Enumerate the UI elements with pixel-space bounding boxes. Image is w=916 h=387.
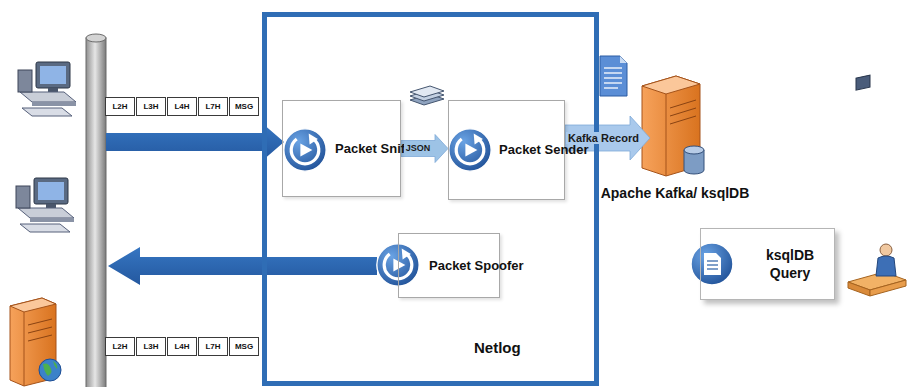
header-field-box: MSG: [229, 337, 259, 356]
edge-label: JSON: [404, 144, 433, 154]
web-server-icon: [10, 298, 56, 312]
web-server-icon: [28, 335, 52, 341]
document-icon: [604, 77, 622, 78]
kafka-server-icon: [642, 76, 700, 94]
node-label: ksqlDB Query: [756, 246, 824, 282]
query-box: ksqlDB Query: [700, 228, 835, 300]
node-label: L2H: [112, 342, 127, 351]
header-field-box: MSG: [229, 97, 259, 116]
pc-icon: [18, 70, 32, 92]
user-icon: [856, 75, 870, 90]
pc-icon: [20, 224, 70, 232]
process-icon: [284, 129, 326, 171]
document-icon: [600, 56, 627, 96]
node-label: L7H: [205, 102, 220, 111]
pc-icon: [36, 62, 70, 88]
data-flow-arrow: [565, 116, 650, 160]
process-box: Packet Sender: [448, 100, 565, 200]
node-label: MSG: [235, 102, 253, 111]
edge-label: Kafka Record: [566, 132, 641, 144]
query-icon: [707, 268, 718, 269]
document-icon: [604, 87, 618, 88]
kafka-server-icon: [684, 146, 704, 154]
web-server-icon: [43, 363, 52, 376]
data-flow-arrow: [401, 135, 448, 163]
pc-icon: [38, 182, 64, 200]
header-field-box: L7H: [198, 337, 228, 356]
pc-icon: [18, 62, 76, 116]
document-icon: [604, 72, 622, 73]
pc-icon: [32, 102, 76, 106]
web-server-icon: [10, 298, 56, 386]
user-icon: [848, 75, 906, 296]
header-field-box: L2H: [105, 337, 135, 356]
kafka-server-node: Apache Kafka/ ksqlDB: [650, 72, 700, 177]
query-icon: [707, 260, 718, 261]
web-server-icon: [28, 327, 52, 333]
node-label: Apache Kafka/ ksqlDB: [601, 185, 750, 201]
packet-stack-icon: [410, 86, 444, 105]
document-icon: [620, 56, 627, 63]
node-label: Packet Spoofer: [429, 257, 489, 273]
netlog-container: Netlog Packet Sniffer Packet SenderPacket …: [262, 12, 599, 386]
pc-icon: [16, 178, 74, 232]
node-label: MSG: [235, 342, 253, 351]
web-server-icon: [10, 298, 61, 386]
network-bus-top: [86, 34, 106, 42]
user-icon: [880, 244, 892, 256]
query-icon: [691, 243, 733, 285]
capture-arrow: [106, 123, 284, 161]
kafka-server-icon: [670, 108, 696, 116]
kafka-server-icon: [670, 100, 696, 108]
packet-stack-icon: [410, 86, 444, 97]
user-icon: [848, 282, 870, 296]
kafka-server-icon: [670, 116, 696, 124]
document-icon: [604, 82, 622, 83]
node-label: L2H: [112, 102, 127, 111]
header-field-box: L4H: [167, 97, 197, 116]
pc-icon: [30, 218, 74, 222]
header-field-box: L3H: [136, 337, 166, 356]
web-server-icon: [39, 359, 61, 381]
header-field-box: L3H: [136, 97, 166, 116]
pc-icon: [20, 92, 76, 102]
node-label: Packet Sender: [499, 142, 559, 158]
document-icon: [600, 56, 627, 96]
node-label: L7H: [205, 342, 220, 351]
pc-icon: [40, 66, 66, 84]
pc-icon: [22, 108, 72, 116]
node-label: L3H: [143, 342, 158, 351]
kafka-server-icon: [642, 76, 704, 176]
node-label: Packet Sniffer: [335, 140, 395, 156]
query-icon: [691, 243, 733, 285]
pc-icon: [34, 178, 68, 204]
header-field-box: L4H: [167, 337, 197, 356]
user-icon: [870, 280, 906, 296]
user-icon: [876, 256, 896, 276]
header-field-box: L2H: [105, 97, 135, 116]
node-label: Netlog: [474, 339, 521, 356]
document-icon: [604, 67, 622, 68]
pc-icon: [18, 208, 74, 218]
node-label: L4H: [174, 342, 189, 351]
web-server-icon: [24, 312, 25, 386]
query-icon: [704, 253, 721, 275]
node-label: L3H: [143, 102, 158, 111]
web-server-icon: [28, 319, 52, 325]
web-server-icon: [53, 361, 57, 369]
process-box: Packet Spoofer: [398, 233, 500, 298]
query-icon: [707, 264, 718, 265]
process-box: Packet Sniffer: [282, 100, 401, 197]
pc-icon: [16, 186, 30, 208]
kafka-server-icon: [666, 94, 667, 176]
inject-arrow: [108, 247, 377, 285]
process-icon: [449, 129, 491, 171]
node-label: L4H: [174, 102, 189, 111]
header-field-box: L7H: [198, 97, 228, 116]
network-bus: [86, 38, 106, 387]
